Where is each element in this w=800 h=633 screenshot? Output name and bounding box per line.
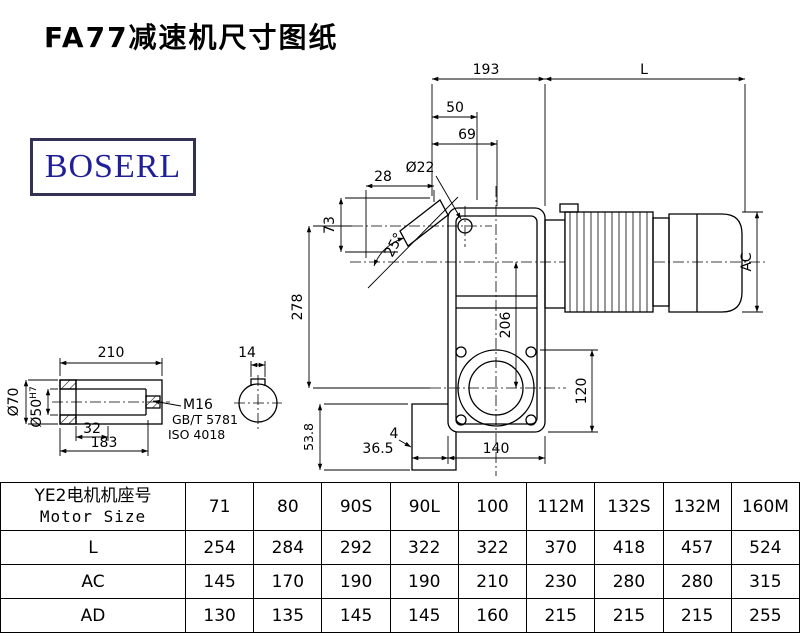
cell: 315 bbox=[730, 564, 800, 599]
cell: 145 bbox=[321, 598, 391, 633]
cell: 190 bbox=[321, 564, 391, 599]
motor-flange bbox=[544, 219, 566, 309]
header-col: 90S bbox=[321, 482, 391, 531]
page-title: FA77减速机尺寸图纸 bbox=[44, 21, 339, 54]
bolt-hole bbox=[525, 346, 537, 358]
header-col: 112M bbox=[526, 482, 596, 531]
mounting-foot bbox=[411, 403, 457, 471]
dim-dia22: Ø22 bbox=[406, 160, 435, 176]
cell: 130 bbox=[184, 598, 255, 633]
dim-206: 206 bbox=[498, 312, 514, 339]
table-header-row: YE2电机机座号 Motor Size 71 80 90S 90L 100 11… bbox=[0, 482, 800, 531]
extension-lines bbox=[28, 84, 763, 471]
dim-32: 32 bbox=[83, 421, 101, 437]
table-row-AD: AD 130 135 145 145 160 215 215 215 255 bbox=[0, 598, 800, 633]
cell: 145 bbox=[389, 598, 459, 633]
dim-210: 210 bbox=[98, 345, 125, 361]
shaft-detail bbox=[59, 379, 163, 425]
dim-278: 278 bbox=[290, 294, 306, 321]
dim-53-8: 53.8 bbox=[301, 423, 316, 451]
cell: 254 bbox=[184, 530, 255, 565]
boserl-logo-text: BOSERL bbox=[44, 148, 182, 185]
row-label-AD: AD bbox=[0, 598, 186, 633]
row-label-L: L bbox=[0, 530, 186, 565]
cell: 418 bbox=[594, 530, 664, 565]
header-col: 132S bbox=[594, 482, 664, 531]
cell: 215 bbox=[526, 598, 596, 633]
header-motor-size: YE2电机机座号 Motor Size bbox=[0, 482, 186, 531]
terminal-box bbox=[559, 203, 579, 213]
output-bore-outer bbox=[457, 349, 535, 427]
table-row-L: L 254 284 292 322 322 370 418 457 524 bbox=[0, 530, 800, 565]
header-col: 100 bbox=[457, 482, 528, 531]
header-motor-size-en: Motor Size bbox=[39, 507, 147, 527]
cell: 135 bbox=[253, 598, 323, 633]
dim-4: 4 bbox=[390, 426, 399, 442]
dim-183: 183 bbox=[91, 435, 118, 451]
cell: 457 bbox=[662, 530, 732, 565]
cell: 215 bbox=[662, 598, 732, 633]
cell: 280 bbox=[594, 564, 664, 599]
boserl-logo: BOSERL bbox=[30, 138, 196, 196]
header-col: 132M bbox=[662, 482, 732, 531]
bolt-hole bbox=[525, 414, 537, 426]
keyway bbox=[250, 378, 266, 386]
cell: 170 bbox=[253, 564, 323, 599]
dim-AC: AC bbox=[739, 252, 755, 271]
dim-dia50h7: Ø50H7 bbox=[29, 386, 45, 427]
row-label-AC: AC bbox=[0, 564, 186, 599]
cell: 215 bbox=[594, 598, 664, 633]
label-m16: M16 bbox=[183, 397, 213, 413]
cell: 322 bbox=[389, 530, 459, 565]
label-iso4018: ISO 4018 bbox=[168, 427, 225, 442]
cell: 524 bbox=[730, 530, 800, 565]
cell: 190 bbox=[389, 564, 459, 599]
cell: 292 bbox=[321, 530, 391, 565]
cell: 145 bbox=[184, 564, 255, 599]
cell: 370 bbox=[526, 530, 596, 565]
dim-69: 69 bbox=[458, 127, 476, 143]
dim-25deg: 25° bbox=[382, 230, 408, 259]
flange-hole-dia22 bbox=[457, 218, 473, 234]
dim-28: 28 bbox=[374, 169, 392, 185]
cell: 210 bbox=[457, 564, 528, 599]
dim-120: 120 bbox=[574, 378, 590, 405]
shaft-section-detail bbox=[238, 378, 278, 423]
dimension-labels: 193 L 50 69 Ø22 28 73 25° 278 206 AC 120… bbox=[6, 62, 755, 457]
gearbox-housing bbox=[399, 199, 546, 471]
cell: 255 bbox=[730, 598, 800, 633]
fan-cover bbox=[668, 213, 743, 313]
dim-36-5: 36.5 bbox=[362, 441, 393, 457]
header-col: 71 bbox=[184, 482, 255, 531]
header-col: 160M bbox=[730, 482, 800, 531]
motor-size-table: YE2电机机座号 Motor Size 71 80 90S 90L 100 11… bbox=[0, 482, 800, 633]
technical-drawing: 193 L 50 69 Ø22 28 73 25° 278 206 AC 120… bbox=[6, 62, 766, 476]
input-flange bbox=[399, 199, 449, 247]
dim-14: 14 bbox=[238, 345, 256, 361]
output-bore-inner bbox=[468, 360, 524, 416]
dimension-lines bbox=[23, 76, 760, 470]
bolt-hole bbox=[455, 414, 467, 426]
table-row-AC: AC 145 170 190 190 210 230 280 280 315 bbox=[0, 564, 800, 599]
center-lines bbox=[52, 186, 766, 476]
dim-140: 140 bbox=[483, 441, 510, 457]
label-gb5781: GB/T 5781 bbox=[172, 412, 238, 427]
cell: 284 bbox=[253, 530, 323, 565]
dim-73: 73 bbox=[322, 216, 338, 234]
cell: 322 bbox=[457, 530, 528, 565]
cell: 280 bbox=[662, 564, 732, 599]
bolt-hole bbox=[455, 346, 467, 358]
dim-dia70: Ø70 bbox=[6, 388, 22, 417]
cell: 160 bbox=[457, 598, 528, 633]
header-motor-size-cn: YE2电机机座号 bbox=[34, 485, 152, 506]
dim-50: 50 bbox=[446, 100, 464, 116]
dim-193: 193 bbox=[473, 62, 500, 78]
cell: 230 bbox=[526, 564, 596, 599]
motor-body bbox=[564, 211, 654, 313]
header-col: 80 bbox=[253, 482, 323, 531]
header-col: 90L bbox=[389, 482, 459, 531]
motor bbox=[544, 203, 743, 313]
dim-L: L bbox=[640, 62, 648, 78]
